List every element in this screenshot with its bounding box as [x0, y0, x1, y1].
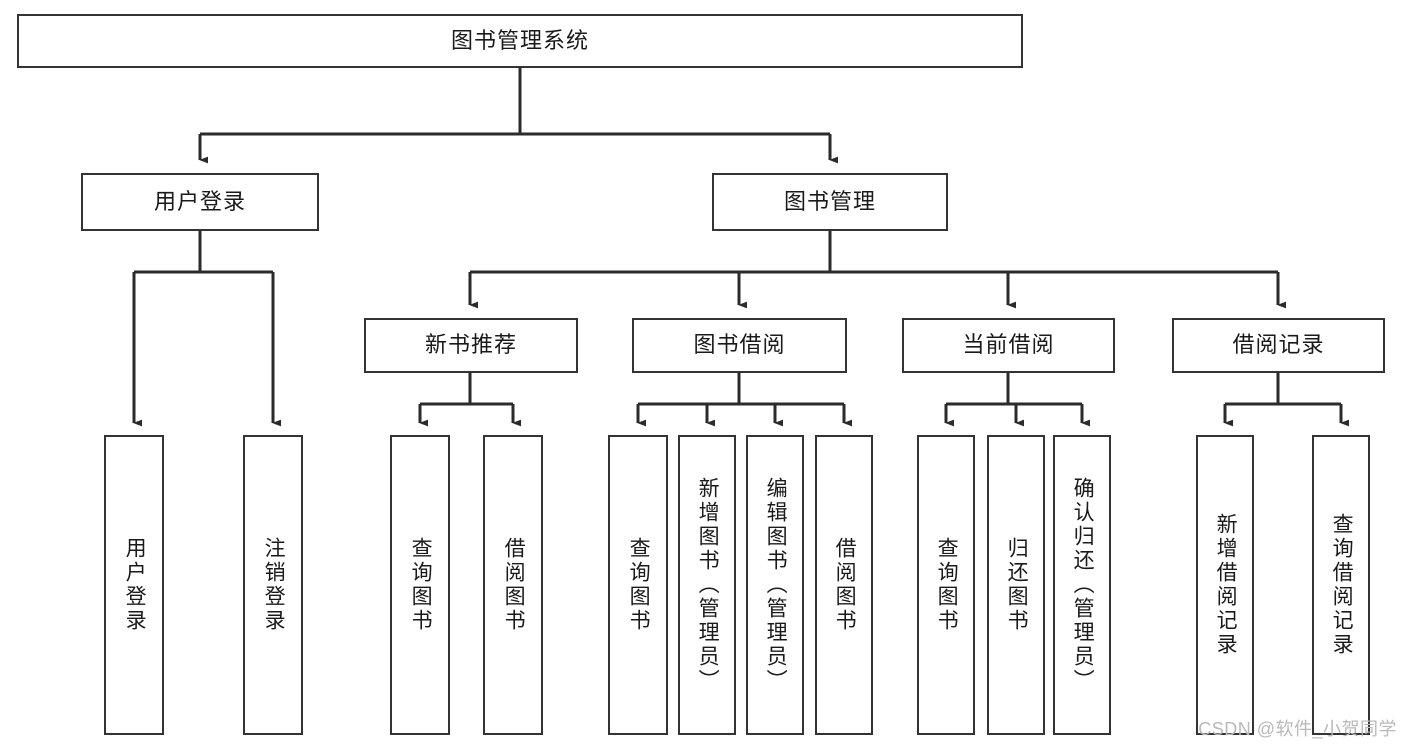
node-label: 查询图书: [409, 537, 433, 633]
node-new-book-recommendation[interactable]: 新书推荐: [364, 318, 578, 373]
node-leaf-add-borrow-record[interactable]: 新增借阅记录: [1196, 435, 1254, 735]
node-label: 图书管理: [783, 188, 876, 214]
node-label: 编辑图书（管理员）: [764, 477, 788, 693]
node-book-management[interactable]: 图书管理: [712, 173, 948, 231]
node-label: 用户登录: [123, 537, 147, 633]
node-leaf-logout[interactable]: 注销登录: [243, 435, 303, 735]
node-leaf-query-books-recommend[interactable]: 查询图书: [390, 435, 450, 735]
node-label: 注销登录: [262, 537, 286, 633]
node-label: 确认归还（管理员）: [1071, 477, 1095, 693]
node-label: 新书推荐: [424, 332, 517, 358]
node-label: 新增图书（管理员）: [696, 477, 720, 693]
node-leaf-query-borrow-record[interactable]: 查询借阅记录: [1312, 435, 1370, 735]
node-label: 新增借阅记录: [1214, 513, 1238, 657]
node-label: 查询图书: [935, 537, 959, 633]
node-leaf-add-book-admin[interactable]: 新增图书（管理员）: [678, 435, 736, 735]
node-book-borrowing[interactable]: 图书借阅: [632, 318, 847, 373]
node-leaf-borrow-books[interactable]: 借阅图书: [815, 435, 873, 735]
node-label: 查询图书: [627, 537, 651, 633]
node-user-login[interactable]: 用户登录: [81, 173, 319, 231]
node-borrowing-records[interactable]: 借阅记录: [1172, 318, 1385, 373]
node-leaf-query-books[interactable]: 查询图书: [608, 435, 668, 735]
watermark-text: CSDN @软件_小贺同学: [1198, 719, 1397, 739]
node-label: 图书借阅: [693, 332, 786, 358]
node-label: 借阅图书: [502, 537, 526, 633]
node-label: 当前借阅: [962, 332, 1055, 358]
node-book-management-system[interactable]: 图书管理系统: [17, 14, 1023, 68]
node-leaf-confirm-return-admin[interactable]: 确认归还（管理员）: [1053, 435, 1111, 735]
node-label: 借阅图书: [833, 537, 857, 633]
node-leaf-edit-book-admin[interactable]: 编辑图书（管理员）: [746, 435, 804, 735]
node-current-borrowing[interactable]: 当前借阅: [902, 318, 1115, 373]
node-label: 图书管理系统: [450, 27, 589, 53]
node-leaf-borrow-books-recommend[interactable]: 借阅图书: [483, 435, 543, 735]
node-leaf-return-books[interactable]: 归还图书: [987, 435, 1045, 735]
node-label: 用户登录: [153, 188, 246, 214]
node-label: 借阅记录: [1232, 332, 1325, 358]
node-leaf-query-books-current[interactable]: 查询图书: [917, 435, 975, 735]
node-label: 查询借阅记录: [1330, 513, 1354, 657]
node-leaf-user-login[interactable]: 用户登录: [104, 435, 164, 735]
node-label: 归还图书: [1005, 537, 1029, 633]
